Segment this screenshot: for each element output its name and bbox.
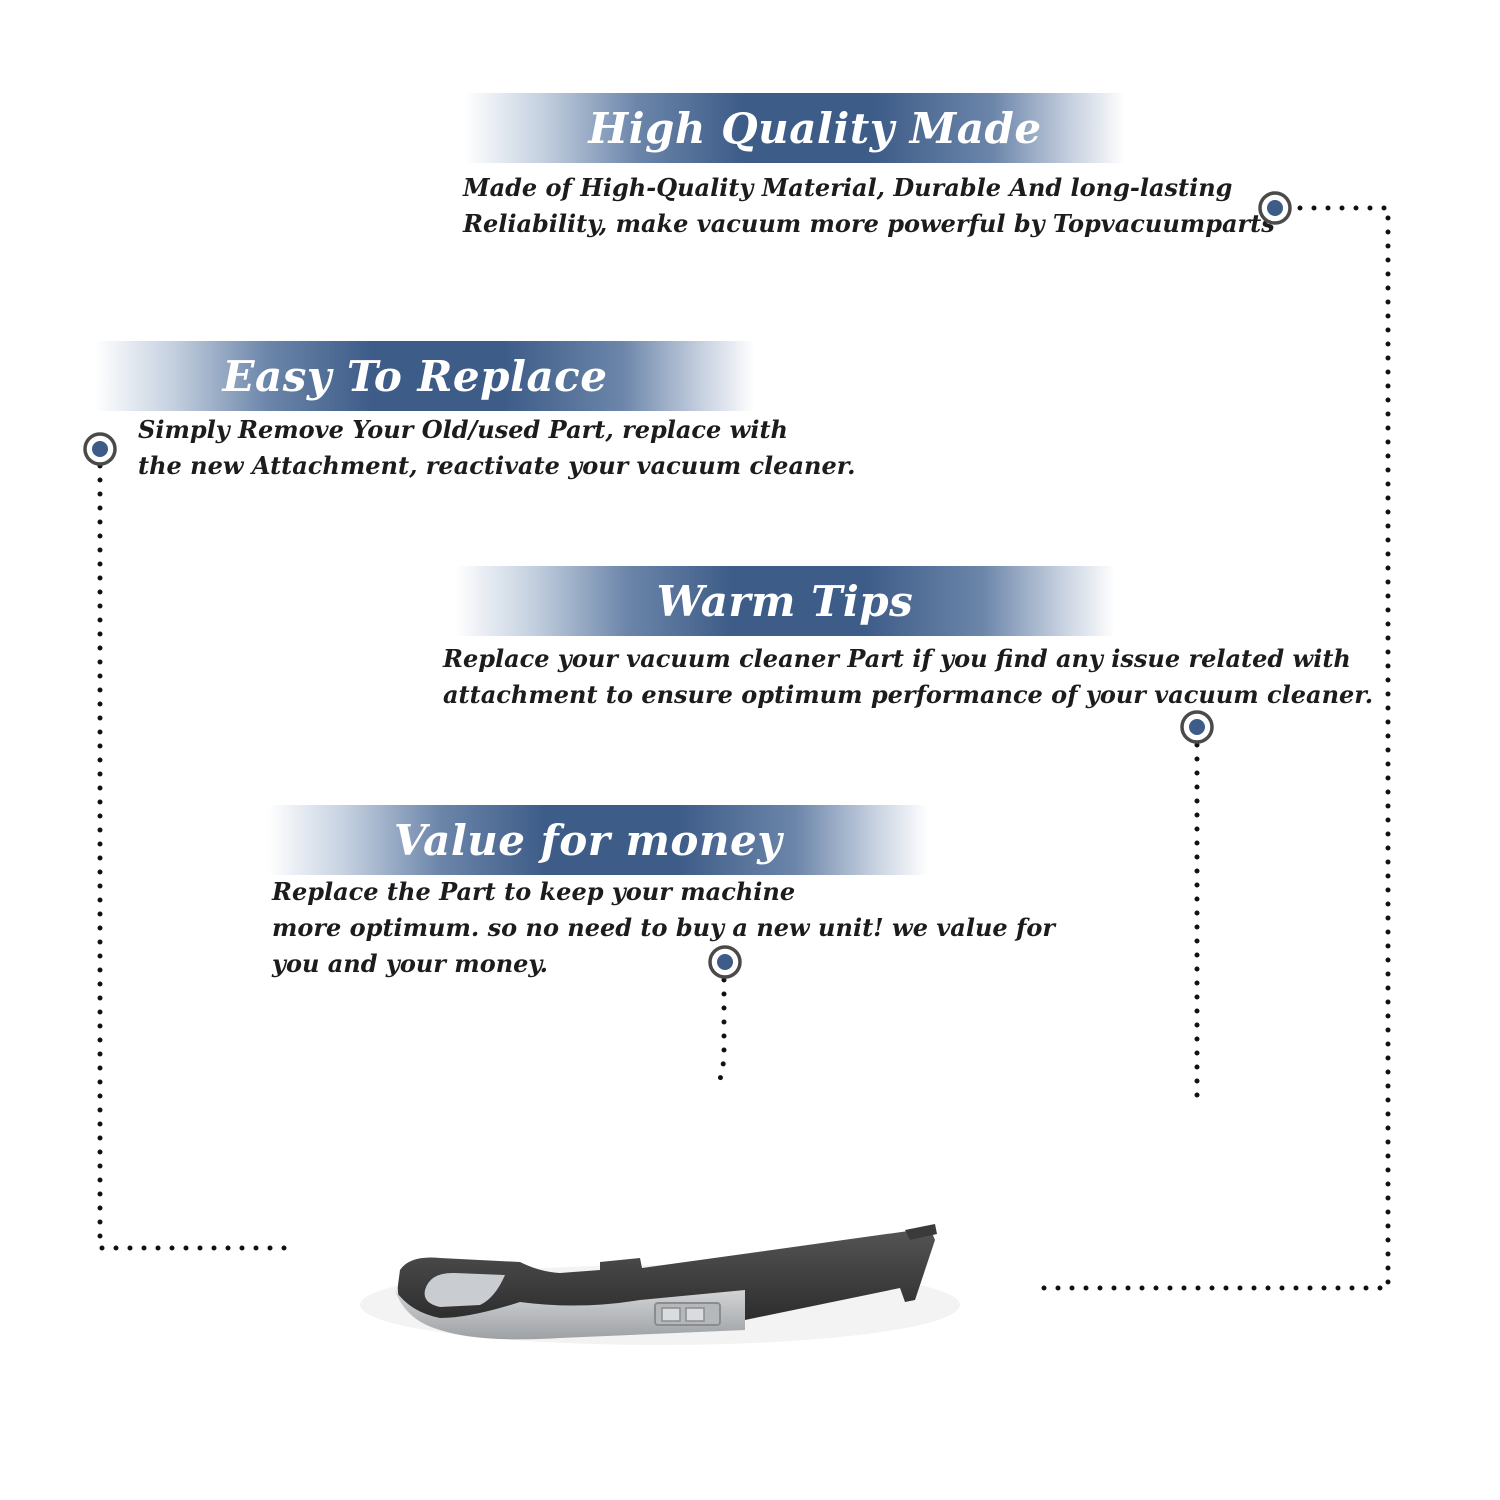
banner-easy-replace: Easy To Replace	[95, 341, 755, 411]
section-desc-high-quality: Made of High-Quality Material, Durable A…	[463, 170, 1275, 242]
section-title-high-quality: High Quality Made	[588, 103, 1042, 153]
desc-line: Reliability, make vacuum more powerful b…	[463, 209, 1275, 238]
desc-line: Replace your vacuum cleaner Part if you …	[443, 644, 1351, 673]
desc-line: attachment to ensure optimum performance…	[443, 680, 1374, 709]
marker-high-quality	[1258, 191, 1292, 225]
banner-warm-tips: Warm Tips	[455, 566, 1115, 636]
desc-line: Simply Remove Your Old/used Part, replac…	[138, 415, 788, 444]
desc-line: you and your money.	[272, 949, 548, 978]
desc-line: more optimum. so no need to buy a new un…	[272, 913, 1055, 942]
section-title-warm-tips: Warm Tips	[656, 576, 914, 626]
section-desc-easy-replace: Simply Remove Your Old/used Part, replac…	[138, 412, 856, 484]
section-title-easy-replace: Easy To Replace	[222, 351, 608, 401]
section-title-value-money: Value for money	[393, 815, 783, 865]
desc-line: Made of High-Quality Material, Durable A…	[463, 173, 1233, 202]
connector-line-value-money	[715, 977, 727, 1093]
banner-value-money: Value for money	[268, 805, 928, 875]
section-desc-warm-tips: Replace your vacuum cleaner Part if you …	[443, 641, 1373, 713]
marker-warm-tips	[1180, 710, 1214, 744]
connector-line-high-quality	[1037, 205, 1391, 1291]
banner-high-quality: High Quality Made	[465, 93, 1125, 163]
desc-line: the new Attachment, reactivate your vacu…	[138, 451, 856, 480]
marker-value-money	[708, 945, 742, 979]
vacuum-handle-image	[360, 1224, 960, 1345]
section-desc-value-money: Replace the Part to keep your machine mo…	[272, 874, 1055, 982]
desc-line: Replace the Part to keep your machine	[272, 877, 796, 906]
connector-line-easy-replace	[97, 463, 298, 1251]
marker-easy-replace	[83, 432, 117, 466]
